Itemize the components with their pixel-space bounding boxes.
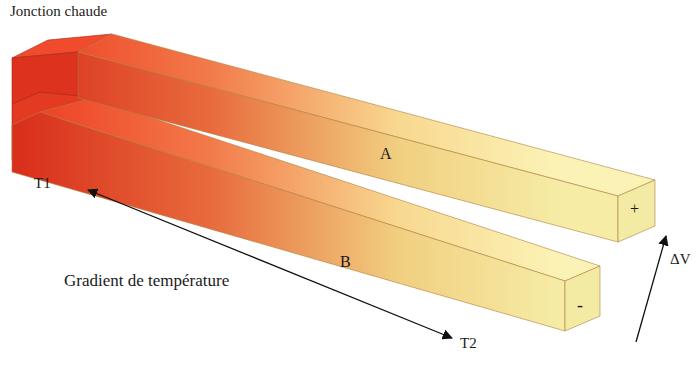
voltage-arrow: [636, 236, 666, 342]
temperature-label: T2: [460, 336, 477, 351]
part-label: Jonction chaude: [10, 4, 107, 19]
conductor-a: [78, 34, 655, 242]
conductor-label: A: [380, 146, 392, 162]
conductor-label: B: [340, 254, 351, 270]
voltage-label: ΔV: [670, 252, 690, 267]
polarity-sign: -: [577, 296, 583, 314]
gradient-arrow: [88, 190, 452, 338]
temperature-label: T1: [34, 176, 51, 191]
polarity-sign: +: [630, 201, 639, 217]
axis-label: Gradient de température: [64, 272, 229, 289]
